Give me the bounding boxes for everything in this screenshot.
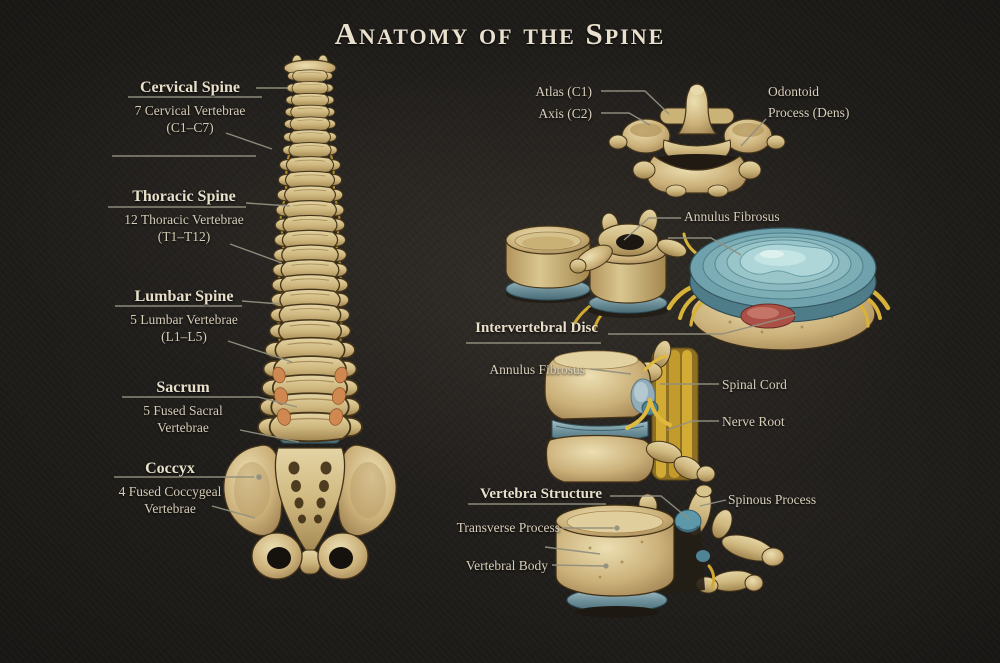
atlas-axis-illustration — [608, 83, 786, 198]
coccyx-detail-2: Vertebrae — [144, 501, 196, 516]
sacrum-detail-2: Vertebrae — [157, 420, 209, 435]
lumbar-spine-heading: Lumbar Spine — [134, 288, 234, 305]
full-spine-illustration — [223, 54, 397, 580]
label-vertebral-body: Vertebral Body — [465, 558, 548, 573]
lumbar-detail-1: 5 Lumbar Vertebrae — [130, 312, 238, 327]
label-odontoid-process: Odontoid Process (Dens) — [768, 81, 918, 123]
label-intervertebral-disc: Intervertebral Disc — [475, 320, 598, 336]
label-nerve-root: Nerve Root — [722, 414, 785, 429]
label-transverse-process: Transverse Process — [456, 520, 560, 535]
label-group-sacrum: Sacrum 5 Fused Sacral Vertebrae — [103, 378, 263, 436]
label-annulus-fibrosus-side: Annulus Fibrosus — [489, 362, 585, 377]
label-spinous-process: Spinous Process — [728, 492, 817, 507]
odontoid-line-1: Odontoid — [768, 84, 820, 99]
lumbar-detail-2: (L1–L5) — [161, 329, 207, 344]
coccyx-detail-1: 4 Fused Coccygeal — [118, 484, 222, 499]
label-atlas-c1: Atlas (C1) — [535, 84, 592, 99]
cervical-spine-heading: Cervical Spine — [140, 79, 240, 96]
vertebra-structure-illustration — [555, 484, 785, 618]
thoracic-detail-2: (T1–T12) — [157, 229, 211, 244]
leader-lines — [108, 87, 797, 569]
label-vertebra-structure: Vertebra Structure — [479, 486, 602, 502]
lateral-segment-illustration — [544, 339, 716, 483]
label-axis-c2: Axis (C2) — [538, 106, 592, 121]
thoracic-detail-1: 12 Thoracic Vertebrae — [124, 212, 244, 227]
label-spinal-cord: Spinal Cord — [722, 377, 787, 392]
sacrum-heading: Sacrum — [156, 379, 210, 396]
cervical-detail-1: 7 Cervical Vertebrae — [134, 103, 246, 118]
label-annulus-fibrosus-top: Annulus Fibrosus — [684, 209, 780, 224]
vertebra-top-view-illustration — [505, 208, 687, 332]
thoracic-spine-heading: Thoracic Spine — [132, 188, 236, 205]
label-group-cervical: Cervical Spine 7 Cervical Vertebrae (C1–… — [110, 78, 270, 136]
coccyx-heading: Coccyx — [145, 460, 195, 477]
label-group-lumbar: Lumbar Spine 5 Lumbar Vertebrae (L1–L5) — [104, 287, 264, 345]
pelvis-sacrum — [223, 444, 397, 580]
label-group-coccyx: Coccyx 4 Fused Coccygeal Vertebrae — [90, 459, 250, 517]
label-group-thoracic: Thoracic Spine 12 Thoracic Vertebrae (T1… — [104, 187, 264, 245]
cervical-detail-2: (C1–C7) — [166, 120, 214, 135]
sacrum-detail-1: 5 Fused Sacral — [143, 403, 223, 418]
page-title: Anatomy of the Spine — [334, 16, 666, 51]
odontoid-line-2: Process (Dens) — [768, 105, 850, 120]
disc-cross-section-illustration — [666, 227, 891, 351]
